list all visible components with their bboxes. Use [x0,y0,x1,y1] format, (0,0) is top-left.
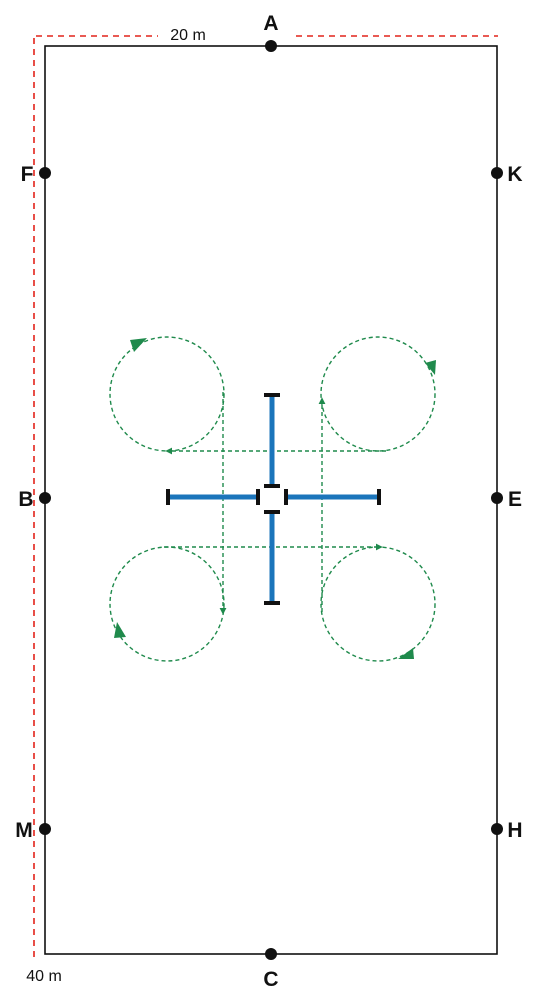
arrow-bottom-right-circle [398,648,414,659]
marker-a-dot [265,40,277,52]
marker-b-dot [39,492,51,504]
marker-k-label: K [507,163,522,186]
marker-f-dot [39,167,51,179]
marker-k-dot [491,167,503,179]
direction-arrows [114,338,436,659]
arrow-top-right-circle [425,360,436,375]
marker-e-dot [491,492,503,504]
pole-end-caps [166,393,381,605]
marker-f-label: F [21,163,34,186]
volte-top-left [109,336,225,452]
volte-top-right [320,336,436,452]
arrow-bottom-left-circle [114,622,126,638]
marker-m-dot [39,823,51,835]
marker-h-label: H [507,819,522,842]
dimension-lines [33,35,498,958]
arena-border [44,45,498,955]
volte-bottom-left [109,546,225,662]
width-dimension-label: 20 m [170,27,206,44]
marker-c-label: C [263,968,278,991]
marker-h-dot [491,823,503,835]
marker-labels: A K E H C M B F [15,12,522,991]
arrow-top-left-circle [130,338,147,352]
volte-bottom-right [320,546,436,662]
marker-a-label: A [263,12,278,35]
marker-m-label: M [15,819,33,842]
marker-e-label: E [508,488,522,511]
exercise-path [109,336,436,662]
marker-b-label: B [18,488,33,511]
pole-cross [166,393,381,605]
length-dimension-label: 40 m [26,968,62,985]
marker-c-dot [265,948,277,960]
marker-dots [39,40,503,960]
